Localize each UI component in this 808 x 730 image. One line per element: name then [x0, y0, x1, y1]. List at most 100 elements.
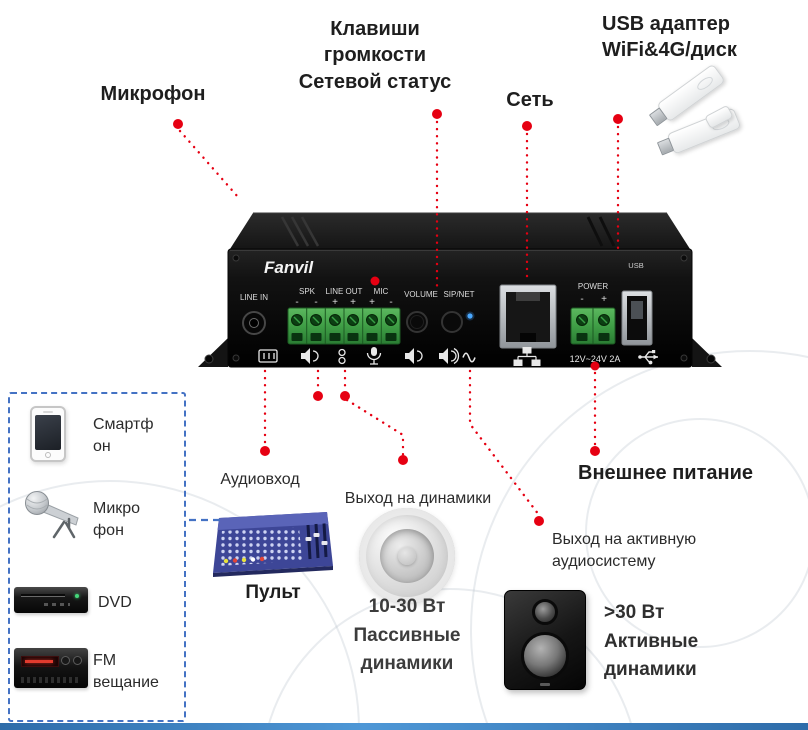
label-mixer: Пульт — [245, 582, 301, 603]
top-grooves — [586, 216, 616, 247]
label-source-microphone: Микро фон — [93, 500, 141, 539]
label-audio-input: Аудиовход — [220, 471, 300, 488]
label-active-output: Выход на активную аудиосистему — [552, 531, 697, 570]
speaker-woofer — [521, 632, 569, 680]
sipnet-button — [441, 311, 463, 333]
usb-connector — [656, 137, 675, 156]
connector-speaker-output — [345, 398, 405, 457]
ceiling-speaker-image — [359, 508, 455, 604]
volume-knob — [406, 311, 428, 333]
sipnet-label: SIP/NET — [443, 290, 474, 299]
connector-microphone — [178, 129, 240, 199]
microphone-icon — [25, 491, 79, 539]
status-led — [467, 313, 473, 319]
mic-icon — [366, 347, 382, 365]
speaker-icon — [405, 348, 423, 364]
phone-home-button — [45, 452, 51, 458]
paging-icon — [338, 348, 346, 365]
power-sign-plus: + — [601, 294, 607, 305]
mount-wing — [198, 338, 228, 367]
device-top-face — [230, 213, 690, 249]
smartphone-icon — [30, 406, 66, 462]
terminal-sign: - — [295, 297, 298, 308]
top-grooves — [280, 216, 320, 247]
label-usb-adapter: USB адаптер WiFi&4G/диск — [602, 13, 737, 62]
speaker-icon — [301, 348, 319, 364]
wing-screw — [204, 354, 214, 364]
label-active-speakers: >30 Вт Активные динамики — [604, 602, 699, 680]
dot-volume-keys — [432, 109, 442, 119]
dongle-logo — [695, 74, 715, 93]
line-in-jack-hole — [249, 318, 259, 328]
usb-dongles — [640, 63, 770, 166]
power-sign-minus: - — [580, 294, 583, 305]
usb-connector — [648, 107, 668, 127]
panel-screw — [232, 254, 240, 262]
line-out-label: LINE OUT — [326, 287, 363, 296]
terminal-sign: - — [314, 297, 317, 308]
terminal-sign: + — [332, 297, 338, 308]
dot-spk-b — [340, 391, 350, 401]
label-passive-speakers: 10-30 Вт Пассивные динамики — [353, 596, 461, 674]
power-rating-label: 12V~24V 2A — [570, 354, 621, 364]
device-brand-logo: Fanvil — [264, 258, 314, 277]
wave-icon — [462, 352, 476, 363]
terminal-sign: + — [369, 297, 375, 308]
power-wire-hole — [598, 333, 610, 341]
volume-knob-ring — [410, 315, 424, 329]
active-speaker-image — [504, 590, 586, 690]
terminal-dividers — [306, 308, 382, 344]
label-dvd: DVD — [98, 594, 132, 611]
dvd-player-icon — [14, 587, 88, 613]
dvd-led — [75, 594, 79, 598]
mixer-image — [213, 512, 333, 577]
label-external-power: Внешнее питание — [578, 462, 753, 484]
ethernet-pins — [516, 292, 540, 301]
spk-label: SPK — [299, 287, 316, 296]
label-fm: FM вещание — [93, 652, 159, 691]
terminal-wire-holes — [291, 333, 397, 341]
usb-tongue — [631, 301, 643, 319]
fm-knob — [61, 656, 70, 665]
lan-icon — [513, 347, 541, 366]
terminal-sign: - — [389, 297, 392, 308]
dot-speaker-output — [398, 455, 408, 465]
panel-screw — [680, 254, 688, 262]
usb-icon — [638, 350, 658, 365]
speaker-tweeter — [532, 599, 558, 625]
terminal-screws — [291, 314, 397, 326]
volume-label: VOLUME — [404, 290, 438, 299]
panel-screw — [232, 354, 240, 362]
wing-screw — [706, 354, 716, 364]
decorative-arc — [585, 418, 808, 648]
label-network: Сеть — [506, 89, 554, 111]
speaker-logo — [540, 683, 550, 686]
power-label: POWER — [578, 282, 608, 291]
panel-screw — [680, 354, 688, 362]
ceiling-speaker-cap — [398, 547, 416, 565]
label-volume-network: Клавиши громкости Сетевой статус — [298, 18, 452, 93]
bottom-bar — [0, 723, 808, 730]
speaker-loud-icon — [439, 347, 460, 365]
dot-spk-a — [313, 391, 323, 401]
device-image: Fanvil LINE IN SPK LINE OUT MIC - - + + … — [198, 212, 722, 368]
dot-usb — [613, 114, 623, 124]
fm-tuner-icon — [14, 648, 88, 688]
fm-vents — [21, 677, 81, 683]
dot-microphone-label — [173, 119, 183, 129]
fm-knob — [73, 656, 82, 665]
terminal-sign: + — [350, 297, 356, 308]
ethernet-clip — [520, 333, 536, 342]
mic-label: MIC — [374, 287, 389, 296]
aux-icon — [258, 349, 278, 363]
label-microphone: Микрофон — [100, 83, 206, 105]
dot-audio-input — [260, 446, 270, 456]
power-wire-hole — [576, 333, 588, 341]
power-screw-slot — [578, 316, 586, 324]
dvd-tray — [21, 594, 65, 597]
mount-wing — [692, 338, 722, 367]
usb-port-label: USB — [628, 261, 643, 270]
dot-network — [522, 121, 532, 131]
phone-screen — [35, 415, 61, 450]
fm-display-line — [25, 660, 53, 663]
